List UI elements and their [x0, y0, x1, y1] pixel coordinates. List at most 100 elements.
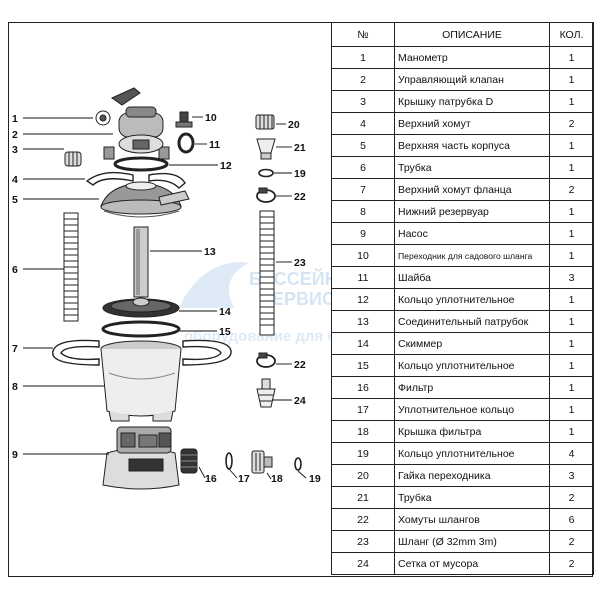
cell-number: 1: [331, 46, 395, 69]
cell-quantity: 1: [549, 90, 594, 113]
cell-number: 7: [331, 178, 395, 201]
cell-quantity: 6: [549, 508, 594, 531]
cell-number: 18: [331, 420, 395, 443]
o-ring-19a-part: [258, 168, 274, 178]
cell-quantity: 1: [549, 244, 594, 267]
callout-13: 13: [204, 246, 216, 258]
callout-1: 1: [12, 113, 18, 125]
watermark: БАССЕЙН СЕРВИС оборудование для бассейно…: [179, 262, 331, 345]
cell-quantity: 1: [549, 46, 594, 69]
adapter-nut-part: [255, 114, 275, 130]
cell-description: Шайба: [394, 266, 550, 289]
cell-description: Крышка фильтра: [394, 420, 550, 443]
cell-number: 2: [331, 68, 395, 91]
o-ring-12-part: [113, 156, 169, 172]
callout-11: 11: [209, 139, 220, 151]
callout-9: 9: [12, 449, 18, 461]
cell-number: 4: [331, 112, 395, 135]
cell-description: Фильтр: [394, 376, 550, 399]
filter-cap-part: [251, 450, 273, 474]
hose-clamp-top-part: [256, 187, 276, 203]
cell-quantity: 1: [549, 222, 594, 245]
o-ring-15-part: [101, 320, 181, 338]
cell-description: Скиммер: [394, 332, 550, 355]
upper-clamp-part: [85, 171, 186, 189]
pump-part: [102, 426, 180, 490]
watermark-wave-icon: [179, 262, 249, 308]
callout-22a: 22: [294, 191, 306, 203]
cell-number: 15: [331, 354, 395, 377]
leader-lines: [23, 116, 307, 480]
cell-number: 10: [331, 244, 395, 267]
cell-description: Верхний хомут: [394, 112, 550, 135]
cell-quantity: 1: [549, 156, 594, 179]
watermark-line3: оборудование для бассейнов: [184, 328, 331, 345]
cell-quantity: 1: [549, 376, 594, 399]
callout-21: 21: [294, 142, 306, 154]
cell-number: 3: [331, 90, 395, 113]
cell-description: Соединительный патрубок: [394, 310, 550, 333]
cell-quantity: 2: [549, 486, 594, 509]
cell-number: 19: [331, 442, 395, 465]
flange-clamp-part: [52, 339, 232, 366]
cell-quantity: 1: [549, 310, 594, 333]
tube-21-part: [256, 138, 276, 160]
callout-22b: 22: [294, 359, 306, 371]
callout-14: 14: [219, 306, 231, 318]
header-quantity: КОЛ.: [549, 22, 594, 47]
o-ring-17-part: [225, 452, 233, 470]
header-number: №: [331, 22, 395, 47]
cell-number: 23: [331, 530, 395, 553]
cell-description: Переходник для садового шланга: [394, 244, 550, 267]
callout-3: 3: [12, 144, 18, 156]
cell-description: Трубка: [394, 486, 550, 509]
cell-quantity: 1: [549, 288, 594, 311]
cell-description: Трубка: [394, 156, 550, 179]
cell-number: 16: [331, 376, 395, 399]
cell-quantity: 4: [549, 442, 594, 465]
cell-quantity: 2: [549, 112, 594, 135]
cell-quantity: 3: [549, 266, 594, 289]
exploded-parts-diagram: БАССЕЙН СЕРВИС оборудование для бассейно…: [12, 87, 331, 490]
callout-8: 8: [12, 381, 18, 393]
cell-number: 13: [331, 310, 395, 333]
cell-number: 6: [331, 156, 395, 179]
callout-12: 12: [220, 160, 232, 172]
lower-tank-part: [100, 340, 182, 422]
table-header-row: № ОПИСАНИЕ КОЛ.: [331, 22, 594, 47]
cell-quantity: 2: [549, 178, 594, 201]
callout-24: 24: [294, 395, 306, 407]
cell-quantity: 1: [549, 420, 594, 443]
top-body-part: [100, 181, 190, 218]
cell-description: Нижний резервуар: [394, 200, 550, 223]
cell-quantity: 1: [549, 134, 594, 157]
watermark-line2: СЕРВИС: [259, 289, 331, 309]
hose-32mm-part: [259, 210, 275, 336]
cell-number: 22: [331, 508, 395, 531]
cell-quantity: 2: [549, 530, 594, 553]
callout-16: 16: [205, 473, 217, 485]
cell-quantity: 3: [549, 464, 594, 487]
cell-description: Кольцо уплотнительное: [394, 354, 550, 377]
cell-description: Уплотнительное кольцо: [394, 398, 550, 421]
cell-description: Гайка переходника: [394, 464, 550, 487]
callout-23: 23: [294, 257, 306, 269]
